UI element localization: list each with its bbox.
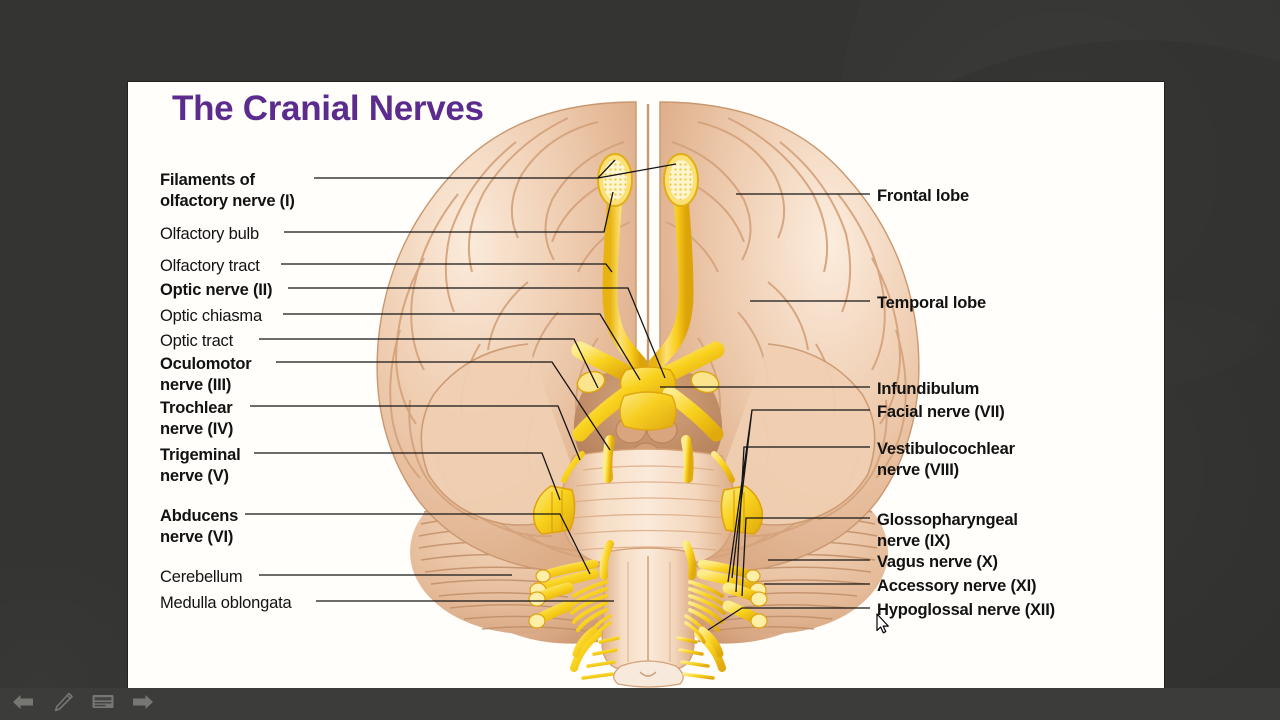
callout-label-line: nerve (III) [160,376,232,395]
leader-lines [245,159,870,631]
callout-label-cerebellum: Cerebellum [160,567,243,588]
callout-label-frontal-lobe: Frontal lobe [877,186,969,207]
slideshow-toolbar[interactable] [0,688,1280,720]
previous-slide-button[interactable] [6,691,40,717]
callout-label-line: Facial nerve (VII) [877,403,1005,421]
callout-label-line: Oculomotor [160,355,252,373]
callout-label-line: Olfactory tract [160,257,260,275]
cranial-nerves-diagram [128,82,1164,689]
callout-label-hypoglossal-nerve-xii: Hypoglossal nerve (XII) [877,600,1055,621]
callout-label-line: Medulla oblongata [160,594,292,612]
callout-label-line: Filaments of [160,171,255,189]
callout-label-oculomotor-nerve-iii: Oculomotor nerve (III) [160,354,252,396]
callout-label-filaments-olfactory-nerve-i: Filaments of olfactory nerve (I) [160,170,295,212]
callout-label-facial-nerve-vii: Facial nerve (VII) [877,402,1005,423]
callout-label-line: Temporal lobe [877,294,986,312]
callout-label-line: Infundibulum [877,380,980,398]
callout-label-line: Frontal lobe [877,187,970,205]
callout-label-olfactory-tract: Olfactory tract [160,256,260,277]
callout-label-optic-nerve-ii: Optic nerve (II) [160,280,273,301]
cranial-nerve-structures [528,153,768,680]
callout-label-line: Vagus nerve (X) [877,553,998,571]
callout-label-line: Cerebellum [160,568,243,586]
callout-label-trigeminal-nerve-v: Trigeminal nerve (V) [160,445,241,487]
callout-label-infundibulum: Infundibulum [877,379,979,400]
callout-label-line: Hypoglossal nerve (XII) [877,601,1055,619]
slide-icon [91,693,115,715]
callout-label-vestibulocochlear-nerve-viii: Vestibulocochlear nerve (VIII) [877,439,1015,481]
callout-label-glossopharyngeal-nerve-ix: Glossopharyngeal nerve (IX) [877,510,1018,552]
callout-label-line: Olfactory bulb [160,225,259,243]
callout-label-line: nerve (IV) [160,420,234,439]
callout-label-vagus-nerve-x: Vagus nerve (X) [877,552,998,573]
callout-label-line: olfactory nerve (I) [160,192,295,211]
slide-canvas[interactable]: The Cranial Nerves [128,82,1164,689]
left-arrow-icon [11,693,35,716]
brain-illustration [245,101,920,688]
callout-label-accessory-nerve-xi: Accessory nerve (XI) [877,576,1036,597]
next-slide-button[interactable] [126,691,160,717]
callout-label-line: nerve (VIII) [877,461,959,480]
callout-label-line: nerve (VI) [160,528,234,547]
slide-menu-button[interactable] [86,691,120,717]
callout-label-optic-tract: Optic tract [160,331,233,352]
callout-label-line: Trigeminal [160,446,241,464]
callout-label-line: Optic tract [160,332,233,350]
callout-label-olfactory-bulb: Olfactory bulb [160,224,259,245]
callout-label-line: Vestibulocochlear [877,440,1015,458]
callout-label-abducens-nerve-vi: Abducens nerve (VI) [160,506,238,548]
callout-label-line: Optic nerve (II) [160,281,273,299]
callout-label-line: nerve (IX) [877,532,951,551]
callout-label-line: nerve (V) [160,467,229,486]
callout-label-line: Accessory nerve (XI) [877,577,1037,595]
callout-label-optic-chiasma: Optic chiasma [160,306,262,327]
pen-icon [52,692,74,717]
callout-label-line: Glossopharyngeal [877,511,1018,529]
callout-label-line: Abducens [160,507,239,525]
callout-label-medulla-oblongata: Medulla oblongata [160,593,292,614]
right-arrow-icon [131,693,155,716]
page-title: The Cranial Nerves [172,89,484,128]
callout-label-line: Trochlear [160,399,233,417]
callout-label-line: Optic chiasma [160,307,262,325]
callout-label-temporal-lobe: Temporal lobe [877,293,986,314]
pen-tool-button[interactable] [46,691,80,717]
callout-label-trochlear-nerve-iv: Trochlear nerve (IV) [160,398,233,440]
